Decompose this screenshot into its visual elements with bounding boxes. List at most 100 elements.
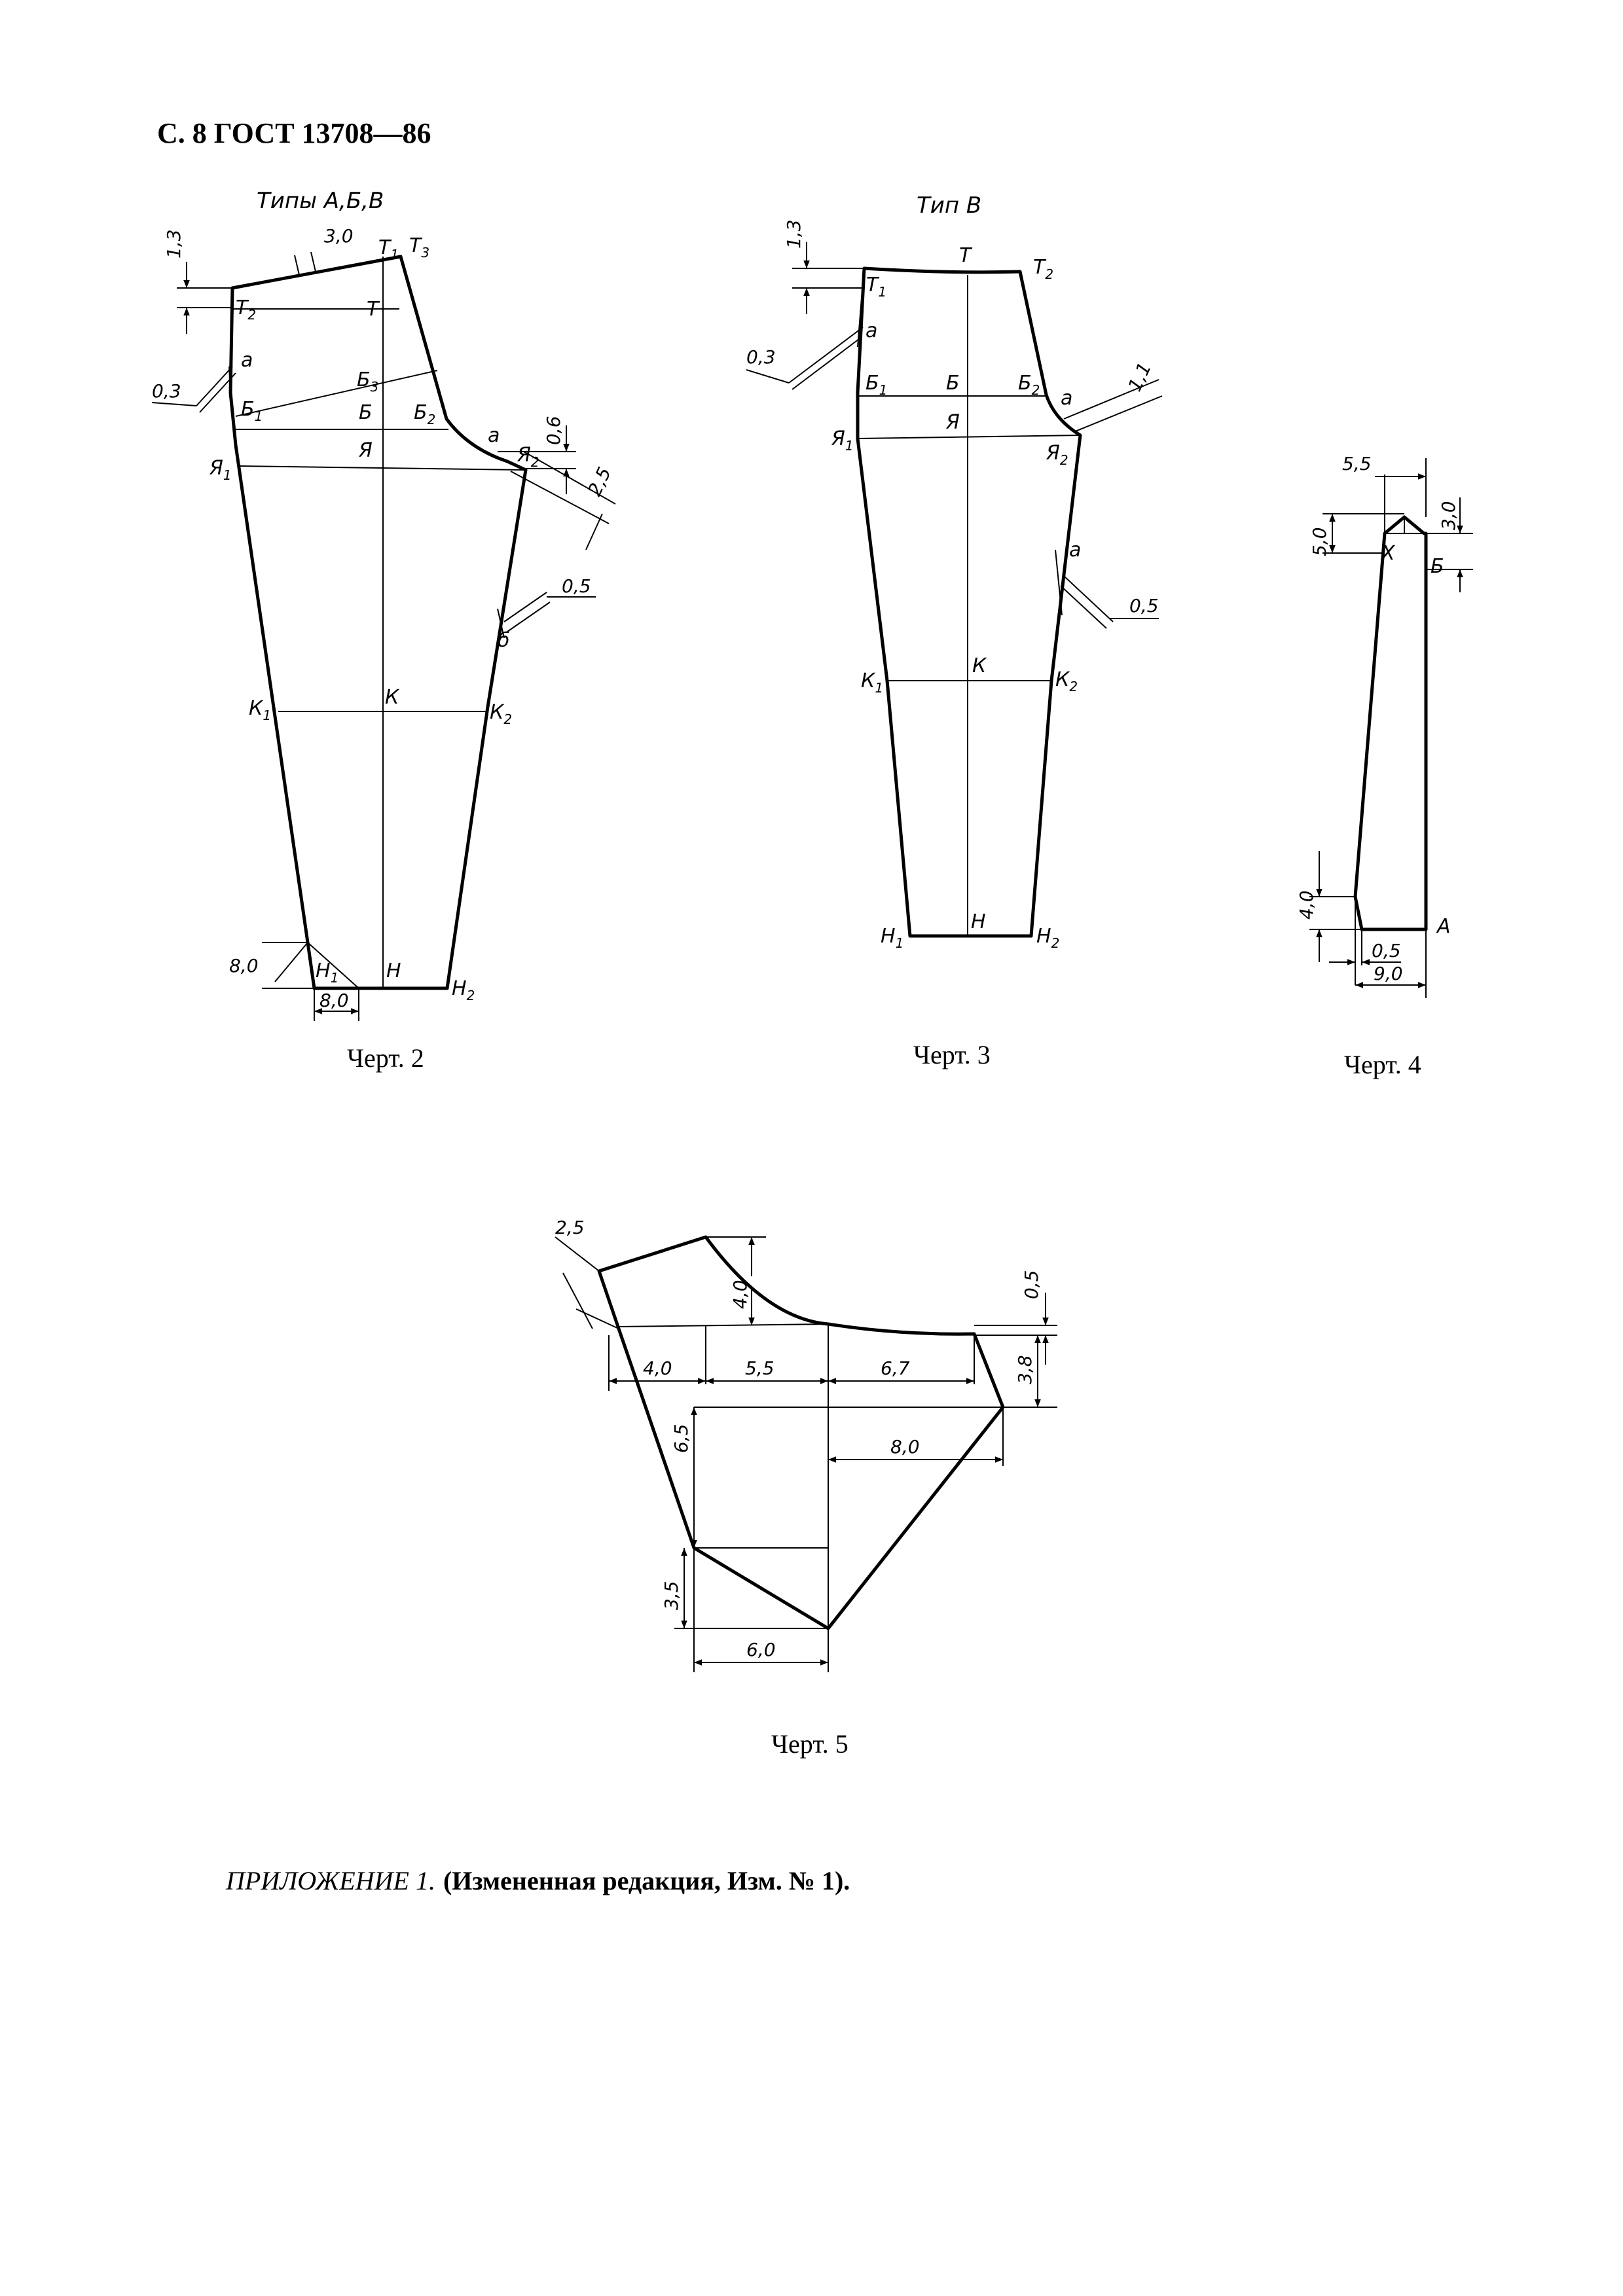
fig5-outline xyxy=(597,1235,1005,1630)
svg-text:5,5: 5,5 xyxy=(1342,453,1372,475)
fig3-dim-1-1: 1,1 xyxy=(1063,359,1163,433)
fig2-dim-3-0: 3,0 xyxy=(287,225,354,279)
fig3-point-Ya2: Я2 xyxy=(1046,442,1068,468)
fig2-point-K: К xyxy=(385,686,400,709)
svg-text:3,0: 3,0 xyxy=(1438,501,1459,530)
fig5-dim-8-0: 8,0 xyxy=(828,1407,1004,1466)
fig4-outline xyxy=(1353,515,1428,931)
svg-text:5,0: 5,0 xyxy=(1309,527,1330,556)
fig4-caption: Черт. 4 xyxy=(1344,1050,1421,1079)
svg-text:0,5: 0,5 xyxy=(1129,595,1159,617)
svg-text:1,3: 1,3 xyxy=(783,219,805,249)
fig2-line-Ya xyxy=(238,465,526,471)
fig2-dim-0-6: 0,6 xyxy=(498,416,576,494)
fig2-point-K1: К1 xyxy=(249,697,271,723)
fig3-point-a-left: a xyxy=(866,319,877,342)
svg-text:1,3: 1,3 xyxy=(163,229,185,259)
fig5-dim-horizontal-row: 4,0 5,5 6,7 xyxy=(608,1335,974,1391)
fig3-dim-1-3: 1,3 xyxy=(783,219,864,314)
figure-3: Тип В T T1 T2 a Б1 Б Б2 a Я Я1 Я2 a К К1… xyxy=(746,192,1163,1069)
fig4-dim-4-0: 4,0 xyxy=(1296,851,1362,962)
fig2-seam-b xyxy=(497,608,505,639)
fig5-dim-3-8: 3,8 xyxy=(1003,1335,1057,1408)
svg-text:6,7: 6,7 xyxy=(881,1357,910,1379)
fig2-point-a-right: a xyxy=(488,424,500,447)
svg-text:0,3: 0,3 xyxy=(746,346,776,368)
svg-text:4,0: 4,0 xyxy=(729,1280,751,1309)
fig3-point-H1: Н1 xyxy=(881,925,903,951)
svg-text:4,0: 4,0 xyxy=(1296,890,1317,920)
fig5-dim-6-0: 6,0 xyxy=(693,1548,828,1672)
fig2-point-Ya1: Я1 xyxy=(209,457,232,483)
fig3-point-H: Н xyxy=(971,910,986,933)
fig4-dim-0-5: 0,5 xyxy=(1329,897,1401,985)
fig2-point-B: Б xyxy=(359,401,373,424)
fig5-dim-3-5: 3,5 xyxy=(661,1548,828,1629)
page-header: С. 8 ГОСТ 13708—86 xyxy=(157,117,431,149)
svg-text:8,0: 8,0 xyxy=(229,955,259,977)
fig4-dim-9-0: 9,0 xyxy=(1355,929,1427,998)
fig4-point-B: Б xyxy=(1431,555,1444,578)
fig5-line-top xyxy=(618,1323,829,1327)
fig3-dim-0-5: 0,5 xyxy=(1060,575,1159,629)
fig2-line-B3 xyxy=(235,370,438,417)
fig2-dim-0-3: 0,3 xyxy=(151,366,236,413)
svg-text:4,0: 4,0 xyxy=(643,1357,672,1379)
fig3-seam-a xyxy=(857,281,864,348)
fig3-point-T2: T2 xyxy=(1033,256,1053,282)
svg-text:0,5: 0,5 xyxy=(1372,940,1401,961)
svg-text:3,5: 3,5 xyxy=(661,1581,682,1610)
fig3-outline xyxy=(856,266,1082,938)
fig3-point-K2: К2 xyxy=(1055,668,1078,694)
fig3-point-Ya1: Я1 xyxy=(831,427,854,454)
fig5-caption: Черт. 5 xyxy=(771,1729,848,1759)
svg-text:1,1: 1,1 xyxy=(1123,359,1156,395)
fig3-seam-a-lower xyxy=(1055,549,1063,616)
fig3-dim-0-3: 0,3 xyxy=(746,327,864,390)
footnote-appendix: ПРИЛОЖЕНИЕ 1. xyxy=(225,1866,435,1895)
fig2-point-T2: T2 xyxy=(236,296,256,323)
footnote: ПРИЛОЖЕНИЕ 1. (Измененная редакция, Изм. … xyxy=(225,1866,850,1895)
fig3-line-Ya xyxy=(857,435,1081,439)
svg-text:0,6: 0,6 xyxy=(543,416,564,445)
svg-text:6,0: 6,0 xyxy=(746,1639,776,1660)
svg-text:0,5: 0,5 xyxy=(1021,1270,1042,1299)
fig3-point-T: T xyxy=(959,244,973,267)
fig2-point-Ya2: Я2 xyxy=(517,444,539,470)
footnote-revision: (Измененная редакция, Изм. № 1). xyxy=(443,1866,850,1895)
fig4-dim-5-5: 5,5 xyxy=(1342,453,1427,533)
fig2-point-H: Н xyxy=(386,960,401,982)
svg-text:5,5: 5,5 xyxy=(745,1357,775,1379)
fig3-title: Тип В xyxy=(917,192,981,219)
fig2-point-T: T xyxy=(367,298,380,321)
fig2-point-B1: Б1 xyxy=(241,398,263,424)
fig2-corner-cut xyxy=(307,942,359,989)
fig2-point-H2: Н2 xyxy=(452,977,475,1003)
fig2-title: Типы А,Б,В xyxy=(257,188,384,214)
fig2-point-T3: T3 xyxy=(409,234,429,260)
fig2-dim-1-3: 1,3 xyxy=(163,229,232,334)
fig2-caption: Черт. 2 xyxy=(347,1043,424,1073)
fig3-point-Ya: Я xyxy=(945,411,960,434)
fig5-dim-4-0-vertical: 4,0 xyxy=(706,1236,766,1325)
fig2-point-T1: T1 xyxy=(378,236,399,262)
fig3-point-B2: Б2 xyxy=(1018,372,1040,398)
fig2-dim-8-0-vertical: 8,0 xyxy=(229,942,314,989)
svg-text:2,5: 2,5 xyxy=(583,464,615,499)
fig5-dim-6-5: 6,5 xyxy=(670,1407,697,1548)
fig3-point-K: К xyxy=(972,655,987,677)
fig2-point-b: б xyxy=(498,629,510,652)
fig3-point-K1: К1 xyxy=(861,670,883,696)
svg-text:2,5: 2,5 xyxy=(555,1217,585,1238)
figure-2: Типы А,Б,В T T1 T2 T3 a Б3 Б1 Б Б2 a Я Я… xyxy=(151,188,616,1073)
figure-5: 2,5 4,0 0,5 4,0 5,5 6,7 xyxy=(555,1217,1057,1759)
fig2-dim-8-0-horizontal: 8,0 xyxy=(314,988,359,1021)
svg-text:3,0: 3,0 xyxy=(324,225,354,247)
fig4-dim-5-0: 5,0 xyxy=(1309,513,1404,556)
fig3-point-H2: Н2 xyxy=(1036,925,1059,951)
fig3-point-a-right: a xyxy=(1061,387,1072,410)
svg-text:0,3: 0,3 xyxy=(152,380,181,402)
fig2-point-K2: К2 xyxy=(490,701,512,727)
fig2-point-B3: Б3 xyxy=(357,368,378,395)
